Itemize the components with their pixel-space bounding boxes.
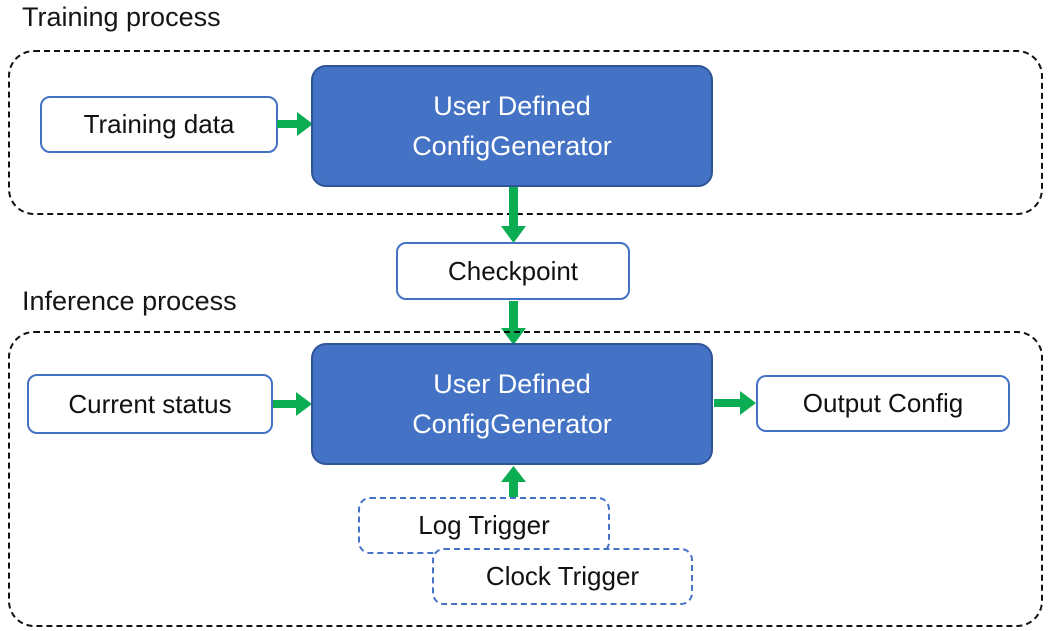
inference-generator-line2: ConfigGenerator [412,409,612,439]
training-data-label: Training data [83,109,235,139]
arrow-generator-to-output-config-icon [714,390,756,416]
arrow-triggers-to-generator-icon [500,466,527,497]
clock-trigger-box: Clock Trigger [432,548,693,605]
output-config-box: Output Config [756,375,1010,432]
training-config-generator-box: User Defined ConfigGenerator [311,65,713,187]
inference-process-title: Inference process [22,286,237,316]
training-generator-line2: ConfigGenerator [412,131,612,161]
training-generator-line1: User Defined [433,91,591,121]
training-process-title: Training process [22,2,221,32]
checkpoint-label: Checkpoint [447,255,579,286]
arrow-current-status-to-generator-icon [273,391,312,417]
training-process-container [8,50,1043,215]
checkpoint-box: Checkpoint [396,242,630,300]
arrow-generator-to-checkpoint-icon [500,187,527,243]
current-status-label: Current status [68,388,232,419]
log-trigger-label: Log Trigger [418,510,550,540]
clock-trigger-label: Clock Trigger [485,561,640,591]
current-status-box: Current status [27,374,273,434]
inference-process-container [8,331,1043,627]
training-data-box: Training data [40,96,278,153]
arrow-training-data-to-generator-icon [277,111,313,137]
inference-generator-line1: User Defined [433,369,591,399]
log-trigger-box: Log Trigger [358,497,610,554]
inference-config-generator-box: User Defined ConfigGenerator [311,343,713,465]
output-config-label: Output Config [802,388,964,418]
